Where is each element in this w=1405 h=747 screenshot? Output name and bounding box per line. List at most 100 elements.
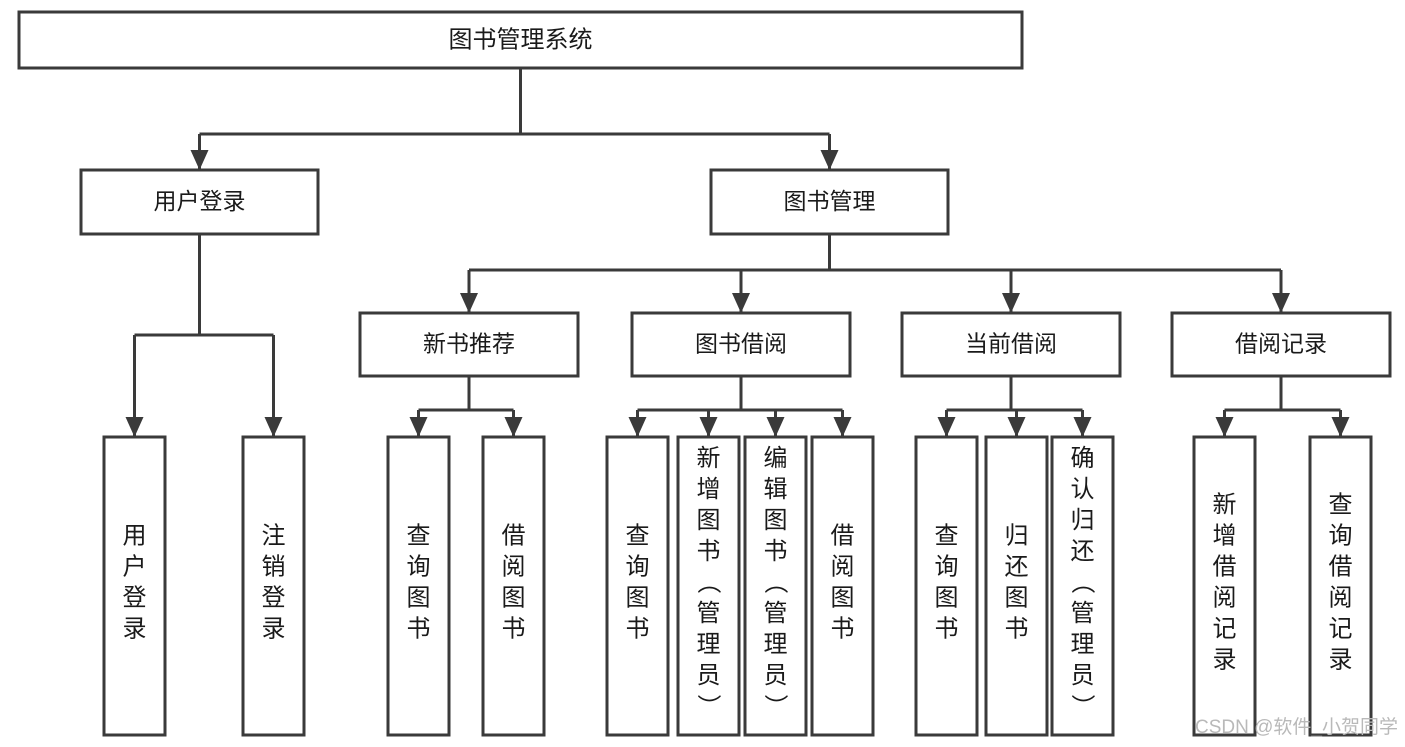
- node-book-manage-label: 图书管理: [784, 188, 876, 214]
- leaf-label-char: 借: [1213, 554, 1237, 581]
- csdn-watermark: CSDN @软件_小贺同学: [1195, 716, 1398, 738]
- leaf-label-char: 询: [935, 554, 959, 581]
- node-borrow-record[interactable]: 借阅记录: [1170, 311, 1392, 378]
- leaf-label-char: 户: [123, 554, 147, 581]
- nodes-layer: 图书管理系统用户登录图书管理新书推荐图书借阅当前借阅借阅记录用户登录注销登录查询…: [17, 10, 1392, 737]
- leaf-label-char: 阅: [502, 554, 526, 581]
- leaf-label-char: ）: [1069, 694, 1096, 718]
- leaf-label-char: （: [695, 570, 722, 594]
- leaf-label-char: 员: [697, 662, 721, 689]
- leaf-label-char: 用: [123, 523, 147, 550]
- leaf-label-char: 图: [935, 585, 959, 612]
- leaf-label-char: 借: [1329, 554, 1353, 581]
- leaf-label-char: 销: [262, 554, 286, 581]
- leaf-label-char: 阅: [1329, 585, 1353, 612]
- leaf-label-char: 员: [1071, 662, 1095, 689]
- leaf-label-char: 查: [407, 523, 431, 550]
- leaf-label-char: 阅: [831, 554, 855, 581]
- leaf-label-char: 图: [831, 585, 855, 612]
- leaf-label-char: 归: [1071, 507, 1095, 534]
- leaf-label-char: ）: [762, 694, 789, 718]
- leaf-label-char: 还: [1071, 538, 1095, 565]
- leaf-label-char: 阅: [1213, 585, 1237, 612]
- node-book-borrow[interactable]: 图书借阅: [630, 311, 852, 378]
- leaf-label-char: 还: [1005, 554, 1029, 581]
- leaf-label-char: （: [762, 570, 789, 594]
- leaf-label-char: 图: [407, 585, 431, 612]
- leaf-label-char: 查: [1329, 492, 1353, 519]
- leaf-label-char: 书: [407, 616, 431, 643]
- node-current-borrow[interactable]: 当前借阅: [900, 311, 1122, 378]
- leaf-label-char: 图: [502, 585, 526, 612]
- leaf-label-char: 书: [502, 616, 526, 643]
- leaf-label-char: 图: [764, 507, 788, 534]
- node-new-book-recommend[interactable]: 新书推荐: [358, 311, 580, 378]
- leaf-label-char: 注: [262, 523, 286, 550]
- leaf-label-char: 书: [935, 616, 959, 643]
- node-borrow-record-label: 借阅记录: [1235, 331, 1327, 357]
- leaf-label-char: ）: [695, 694, 722, 718]
- leaf-label-char: 员: [764, 662, 788, 689]
- leaf-label-char: 登: [123, 585, 147, 612]
- leaf-label-char: 认: [1071, 476, 1095, 503]
- leaf-label-char: 书: [626, 616, 650, 643]
- leaf-label-char: 新: [697, 445, 721, 472]
- leaf-label-char: 查: [935, 523, 959, 550]
- leaf-label-char: 归: [1005, 523, 1029, 550]
- leaf-label-char: 借: [831, 523, 855, 550]
- node-user-login-label: 用户登录: [154, 188, 246, 214]
- leaf-label-char: 借: [502, 523, 526, 550]
- node-root-label: 图书管理系统: [449, 26, 593, 53]
- leaf-label-char: 录: [123, 616, 147, 643]
- leaf-label-char: 查: [626, 523, 650, 550]
- node-current-borrow-label: 当前借阅: [965, 331, 1057, 357]
- leaf-label-char: 确: [1071, 445, 1095, 472]
- leaf-label-char: 书: [831, 616, 855, 643]
- leaf-label-char: 图: [1005, 585, 1029, 612]
- node-user-login[interactable]: 用户登录: [79, 168, 320, 236]
- leaf-label-char: 增: [1213, 523, 1237, 550]
- leaf-label-char: 登: [262, 585, 286, 612]
- node-root[interactable]: 图书管理系统: [17, 10, 1024, 70]
- leaf-label-char: 编: [764, 445, 788, 472]
- leaf-label-char: 书: [1005, 616, 1029, 643]
- leaf-label-char: 询: [626, 554, 650, 581]
- leaf-label-char: 图: [697, 507, 721, 534]
- leaf-label-char: 录: [262, 616, 286, 643]
- connectors-layer: [125, 68, 1350, 437]
- leaf-label-char: 管: [1071, 600, 1095, 627]
- leaf-label-char: 理: [764, 631, 788, 658]
- leaf-label-char: （: [1069, 570, 1096, 594]
- leaf-label-char: 询: [1329, 523, 1353, 550]
- leaf-label-char: 管: [697, 600, 721, 627]
- leaf-label-char: 理: [697, 631, 721, 658]
- leaf-label-char: 增: [697, 476, 721, 503]
- leaf-label-char: 管: [764, 600, 788, 627]
- leaf-node-leaf-user-login[interactable]: 用户登录: [102, 435, 167, 737]
- leaf-label-char: 书: [697, 538, 721, 565]
- leaf-label-char: 新: [1213, 492, 1237, 519]
- leaf-label-char: 理: [1071, 631, 1095, 658]
- leaf-label-char: 记: [1329, 616, 1353, 643]
- leaf-label-char: 录: [1213, 647, 1237, 674]
- node-new-book-recommend-label: 新书推荐: [423, 331, 515, 357]
- node-book-manage[interactable]: 图书管理: [709, 168, 950, 236]
- leaf-label-char: 辑: [764, 476, 788, 503]
- leaf-label-char: 书: [764, 538, 788, 565]
- leaf-label-char: 图: [626, 585, 650, 612]
- leaf-label-char: 记: [1213, 616, 1237, 643]
